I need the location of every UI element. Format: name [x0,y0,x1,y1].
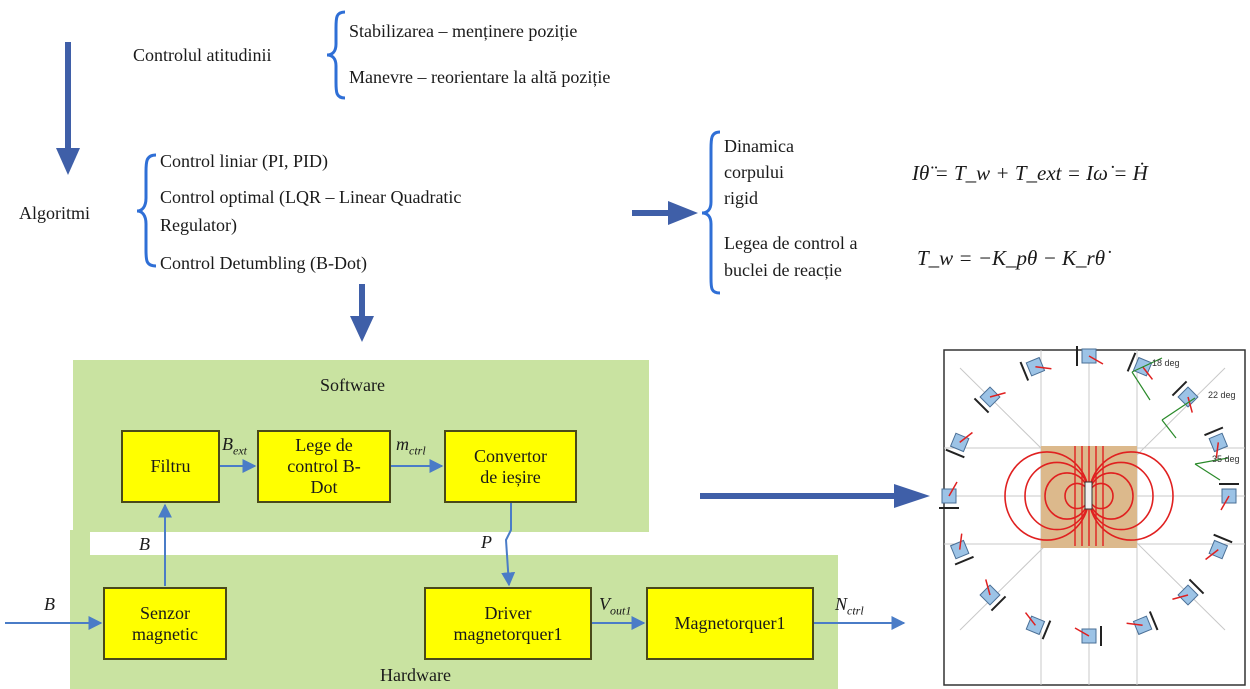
control-law-equation: T_w = −K_pθ − K_rθ̇ [917,246,1106,270]
satellite-6 [1172,578,1205,606]
satellite-0 [1076,346,1104,366]
magnet-bar [1084,481,1093,510]
brace-dynamics [701,130,721,295]
software-label: Software [320,375,385,395]
satellite-12 [939,481,959,509]
satellite-11 [949,533,974,566]
signal-b-ext: Bext [222,434,247,458]
magnetorquer-label: Magnetorquer1 [674,613,786,633]
lege-line2: control B- [287,456,361,476]
algorithm-item-optimal-cont: Regulator) [160,215,237,235]
satellite-14 [973,386,1006,414]
algorithm-item-optimal: Control optimal (LQR – Linear Quadratic [160,187,462,207]
detumbling-figure: 18 deg 22 deg 35 deg [939,346,1246,686]
signal-b-sensor: B [139,534,150,554]
signal-p: P [481,532,492,552]
satellite-7 [1126,611,1159,636]
convertor-line2: de ieșire [480,466,541,487]
satellite-15 [1019,356,1052,381]
satellite-10 [979,579,1007,612]
attitude-item-maneuvers: Manevre – reorientare la altă poziție [349,67,611,87]
satellite-5 [1205,533,1233,561]
convertor-line1: Convertor [474,445,547,466]
line-convertor-to-driver [501,503,516,587]
signal-n-ctrl: Nctrl [835,594,864,618]
signal-b-input: B [44,594,55,614]
algorithm-item-detumbling: Control Detumbling (B-Dot) [160,253,367,273]
angle-annotations: 18 deg 22 deg 35 deg [1131,357,1240,481]
senzor-line1: Senzor [140,602,190,623]
control-law-label-line1: Legea de control a [724,233,858,253]
angle-label-22: 22 deg [1208,390,1236,400]
dynamics-label-line1: Dinamica [724,136,794,156]
satellite-13 [945,431,973,459]
attitude-item-stabilization: Stabilizarea – menținere poziție [349,21,578,41]
driver-block: Driver magnetorquer1 [424,587,592,660]
dynamics-label-line3: rigid [724,188,758,208]
driver-line2: magnetorquer1 [453,623,563,644]
lege-line3: Dot [310,477,338,497]
brace-attitude [326,10,346,100]
angle-label-18: 18 deg [1152,358,1180,368]
satellite-2 [1171,380,1199,413]
dynamics-label-line2: corpului [724,162,784,182]
driver-line1: Driver [484,602,532,623]
arrow-right-to-figure [700,484,930,508]
satellite-8 [1074,626,1102,646]
senzor-line2: magnetic [132,623,198,644]
magnetorquer-block: Magnetorquer1 [646,587,814,660]
satellite-4 [1219,483,1239,511]
filtru-label: Filtru [150,456,191,476]
dynamics-equation: Iθ̈ = T_w + T_ext = Iω̇ = Ḣ [912,161,1148,185]
attitude-label: Controlul atitudinii [133,45,272,65]
satellite-3 [1204,426,1229,459]
signal-v-out: Vout1 [599,594,632,618]
arrow-down-left-big [56,42,80,175]
arrow-right-to-dynamics [632,201,698,225]
signal-m-ctrl: mctrl [396,434,426,458]
brace-algorithms [136,153,157,268]
lege-control-block: Lege de control B- Dot [257,430,391,503]
hardware-label: Hardware [380,665,451,685]
convertor-block: Convertor de ieșire [444,430,577,503]
filtru-block: Filtru [121,430,220,503]
zone-connector [70,530,90,558]
arrow-down-to-software [350,284,374,342]
senzor-block: Senzor magnetic [103,587,227,660]
algorithm-item-linear: Control liniar (PI, PID) [160,151,328,171]
algorithms-label: Algoritmi [19,203,90,223]
satellite-9 [1024,612,1052,640]
angle-label-35: 35 deg [1212,454,1240,464]
control-law-label-line2: buclei de reacție [724,260,842,280]
lege-line1: Lege de [295,435,353,455]
